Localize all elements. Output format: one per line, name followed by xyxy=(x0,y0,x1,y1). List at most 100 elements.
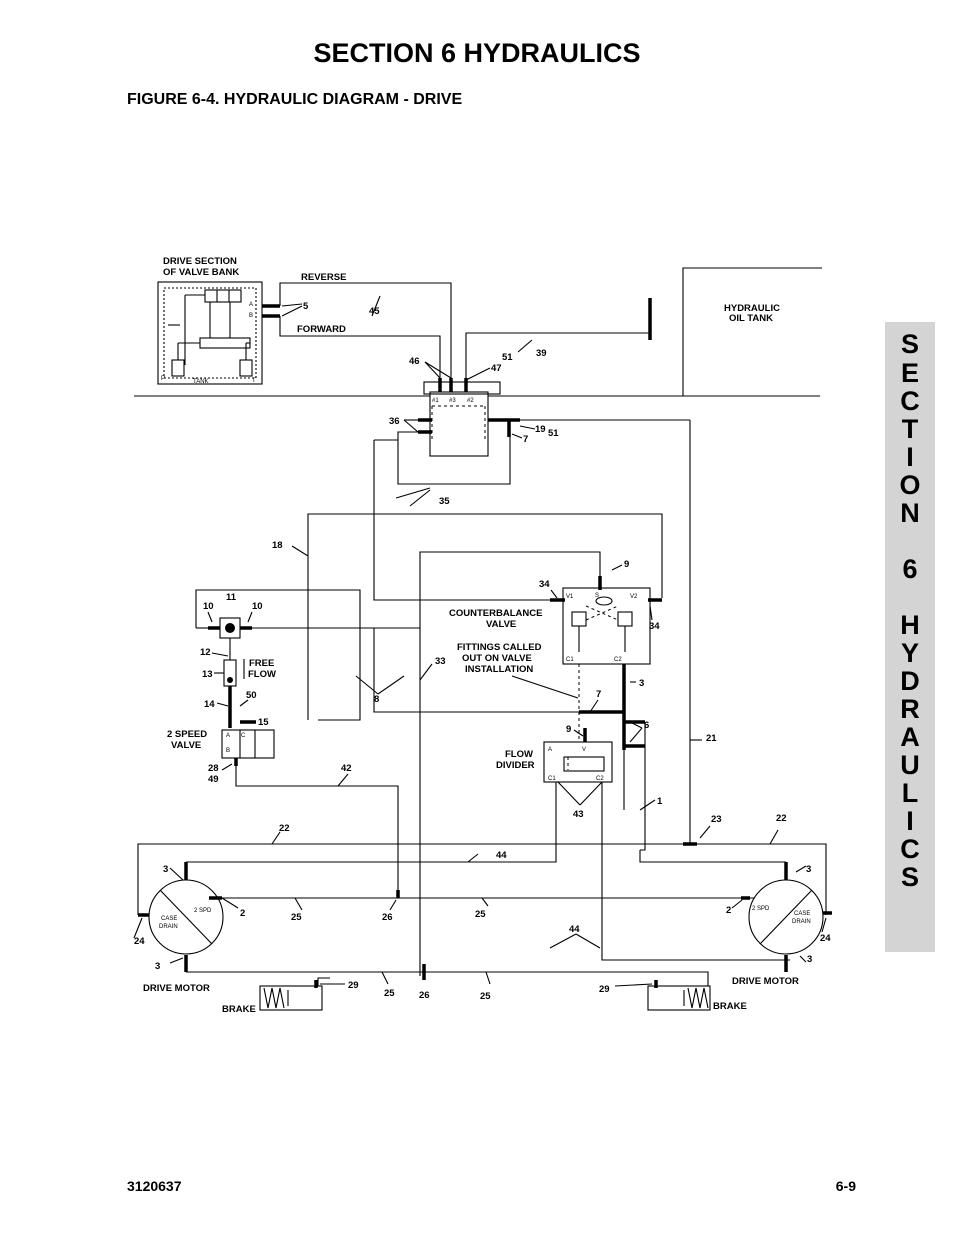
callout-46: 46 xyxy=(409,356,420,367)
motor-right-case-drain-1: CASE xyxy=(794,911,810,917)
brake-right xyxy=(647,985,711,1011)
callout-39: 39 xyxy=(536,348,547,359)
brake-right-label: BRAKE xyxy=(713,1001,747,1012)
callout-9-lower: 9 xyxy=(566,724,571,735)
callout-3-center: 3 xyxy=(639,678,644,689)
callout-25-b: 25 xyxy=(475,909,486,920)
cbv-port-c2: C2 xyxy=(614,657,622,663)
callout-33: 33 xyxy=(435,656,446,667)
side-tab-letter: S xyxy=(900,329,919,359)
callout-26-bottom: 26 xyxy=(419,990,430,1001)
callout-18: 18 xyxy=(272,540,283,551)
manifold-block: #1 #3 #2 xyxy=(423,381,501,457)
callout-49: 49 xyxy=(208,774,219,785)
callout-8: 8 xyxy=(374,694,379,705)
flow-divider-label-2: DIVIDER xyxy=(496,760,535,771)
callout-25-c: 25 xyxy=(384,988,395,999)
callout-25-d: 25 xyxy=(480,991,491,1002)
callout-2-right: 2 xyxy=(726,905,731,916)
side-tab-letter: L xyxy=(901,778,919,808)
two-speed-label-1: 2 SPEED xyxy=(167,729,207,740)
callout-29-left: 29 xyxy=(348,980,359,991)
cbv-port-v2: V2 xyxy=(630,594,638,600)
callout-7-top: 7 xyxy=(523,434,528,445)
side-tab-letter: I xyxy=(906,806,914,836)
callout-24-right: 24 xyxy=(820,933,831,944)
drive-section-label-1: DRIVE SECTION xyxy=(163,256,237,267)
drive-motor-right: CASE DRAIN 2 SPD xyxy=(748,879,824,955)
callout-3-left-top: 3 xyxy=(163,864,168,875)
tsv-port-a: A xyxy=(226,733,230,739)
callout-3-right-top: 3 xyxy=(806,864,811,875)
callout-5: 5 xyxy=(303,301,309,312)
side-tab-letter: D xyxy=(900,666,920,696)
valve-bank-drive-section: TANK A B P T xyxy=(157,281,263,385)
side-tab-letter: I xyxy=(906,442,914,472)
cbv-port-v1: V1 xyxy=(566,594,574,600)
drive-motor-left: CASE DRAIN 2 SPD xyxy=(148,879,224,955)
callout-1: 1 xyxy=(657,796,663,807)
section-title: SECTION 6 HYDRAULICS xyxy=(313,38,641,68)
drive-motor-right-label: DRIVE MOTOR xyxy=(732,976,799,987)
callout-28: 28 xyxy=(208,763,219,774)
side-tab-letter: C xyxy=(900,386,920,416)
drive-motor-left-label: DRIVE MOTOR xyxy=(143,983,210,994)
callout-44-top: 44 xyxy=(496,850,507,861)
reverse-hose xyxy=(279,282,452,382)
hose-44-upper xyxy=(400,782,557,863)
side-tab-letter: S xyxy=(900,862,919,892)
valve-bank-tank-label: TANK xyxy=(193,379,209,385)
free-flow-check-valve xyxy=(223,659,237,687)
valve-bank-port-t: T xyxy=(252,378,256,384)
side-tab-letter: 6 xyxy=(902,554,918,584)
side-tab-letter: H xyxy=(900,610,920,640)
hose-44-lower xyxy=(601,782,790,961)
counterbalance-valve: V1 V2 C1 C2 S xyxy=(562,587,651,665)
hose-11-loop xyxy=(195,589,361,721)
flow-divider: A V C1 C2 xyxy=(543,741,613,783)
cbv-label-1: COUNTERBALANCE xyxy=(449,608,542,619)
fd-port-a: A xyxy=(548,747,552,753)
hose-22-left xyxy=(137,843,690,915)
callout-45: 45 xyxy=(369,306,380,317)
section-side-tab: S E C T I O N 6 H Y D R A U L I C S xyxy=(885,322,935,952)
callout-43: 43 xyxy=(573,809,584,820)
callout-44-bottom: 44 xyxy=(569,924,580,935)
manifold-port-2: #2 xyxy=(467,398,474,404)
side-tab-letter: A xyxy=(900,722,920,752)
callout-23: 23 xyxy=(711,814,722,825)
callout-35: 35 xyxy=(439,496,450,507)
callout-24-left: 24 xyxy=(134,936,145,947)
callout-51-right: 51 xyxy=(548,428,559,439)
valve-bank-port-b: B xyxy=(249,313,253,319)
side-tab-letter: U xyxy=(900,750,920,780)
callout-7-center: 7 xyxy=(596,689,601,700)
cbv-port-c1: C1 xyxy=(566,657,574,663)
manifold-port-1: #1 xyxy=(432,398,439,404)
callout-6: 6 xyxy=(644,720,649,731)
cbv-port-s: S xyxy=(595,593,599,599)
hose-22-right xyxy=(690,843,827,915)
callout-47: 47 xyxy=(491,363,502,374)
hose-42 xyxy=(235,766,399,890)
callout-21: 21 xyxy=(706,733,717,744)
callout-29-right: 29 xyxy=(599,984,610,995)
callout-26-top: 26 xyxy=(382,912,393,923)
callout-3-right-bottom: 3 xyxy=(807,954,812,965)
callout-10-right: 10 xyxy=(252,601,263,612)
callout-36: 36 xyxy=(389,416,400,427)
side-tab-letter: C xyxy=(900,834,920,864)
brake-left-label: BRAKE xyxy=(222,1004,256,1015)
callout-9-top: 9 xyxy=(624,559,629,570)
callout-22-right: 22 xyxy=(776,813,787,824)
hose-8 xyxy=(373,628,579,713)
cbv-label-2: VALVE xyxy=(486,619,516,630)
motor-left-case-drain-1: CASE xyxy=(161,916,177,922)
callout-42: 42 xyxy=(341,763,352,774)
document-number: 3120637 xyxy=(127,1178,182,1194)
fd-port-v: V xyxy=(582,747,586,753)
side-tab-letter: N xyxy=(900,498,920,528)
hose-35-long xyxy=(373,440,563,601)
callout-11: 11 xyxy=(226,592,237,603)
callout-34-right: 34 xyxy=(649,621,660,632)
